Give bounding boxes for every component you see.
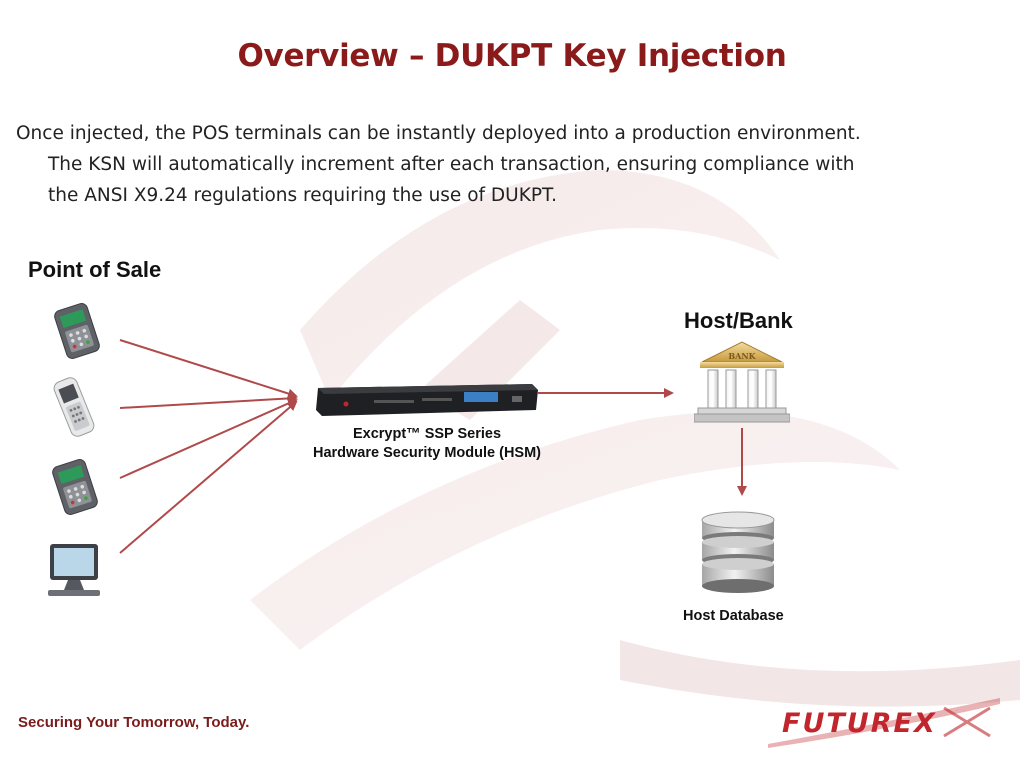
hsm-label: Excrypt™ SSP Series Hardware Security Mo…	[262, 425, 592, 463]
hsm-label-line1: Excrypt™ SSP Series	[352, 426, 502, 442]
slide-title: Overview – DUKPT Key Injection	[237, 38, 787, 74]
host-bank-heading: Host/Bank	[684, 308, 793, 333]
point-of-sale-heading: Point of Sale	[28, 257, 162, 282]
card-terminal-icon	[52, 459, 98, 515]
futurex-logo: FUTUREX	[768, 698, 1000, 748]
bank-sign-text: BANK	[728, 351, 756, 361]
logo-wordmark: FUTUREX	[782, 708, 937, 739]
database-icon	[701, 511, 775, 593]
arrow-monitor-to-hsm	[119, 400, 298, 554]
mobile-phone-icon	[53, 377, 95, 437]
arrow-phone-to-hsm	[119, 393, 298, 409]
body-line-3: the ANSI X9.24 regulations requiring the…	[48, 185, 557, 206]
arrow-terminal2-to-hsm	[119, 398, 298, 479]
bank-building-icon: BANK	[694, 341, 790, 423]
arrow-terminal1-to-hsm	[119, 339, 298, 399]
hsm-appliance-icon	[316, 384, 538, 416]
body-line-2: The KSN will automatically increment aft…	[48, 154, 855, 175]
slide-body-text: Once injected, the POS terminals can be …	[16, 118, 1006, 211]
body-line-1: Once injected, the POS terminals can be …	[16, 123, 861, 144]
card-terminal-icon	[54, 303, 100, 359]
host-database-label: Host Database	[683, 608, 784, 624]
pos-monitor-icon	[48, 544, 100, 596]
footer-tagline: Securing Your Tomorrow, Today.	[18, 714, 250, 731]
hsm-label-line2: Hardware Security Module (HSM)	[312, 445, 541, 461]
